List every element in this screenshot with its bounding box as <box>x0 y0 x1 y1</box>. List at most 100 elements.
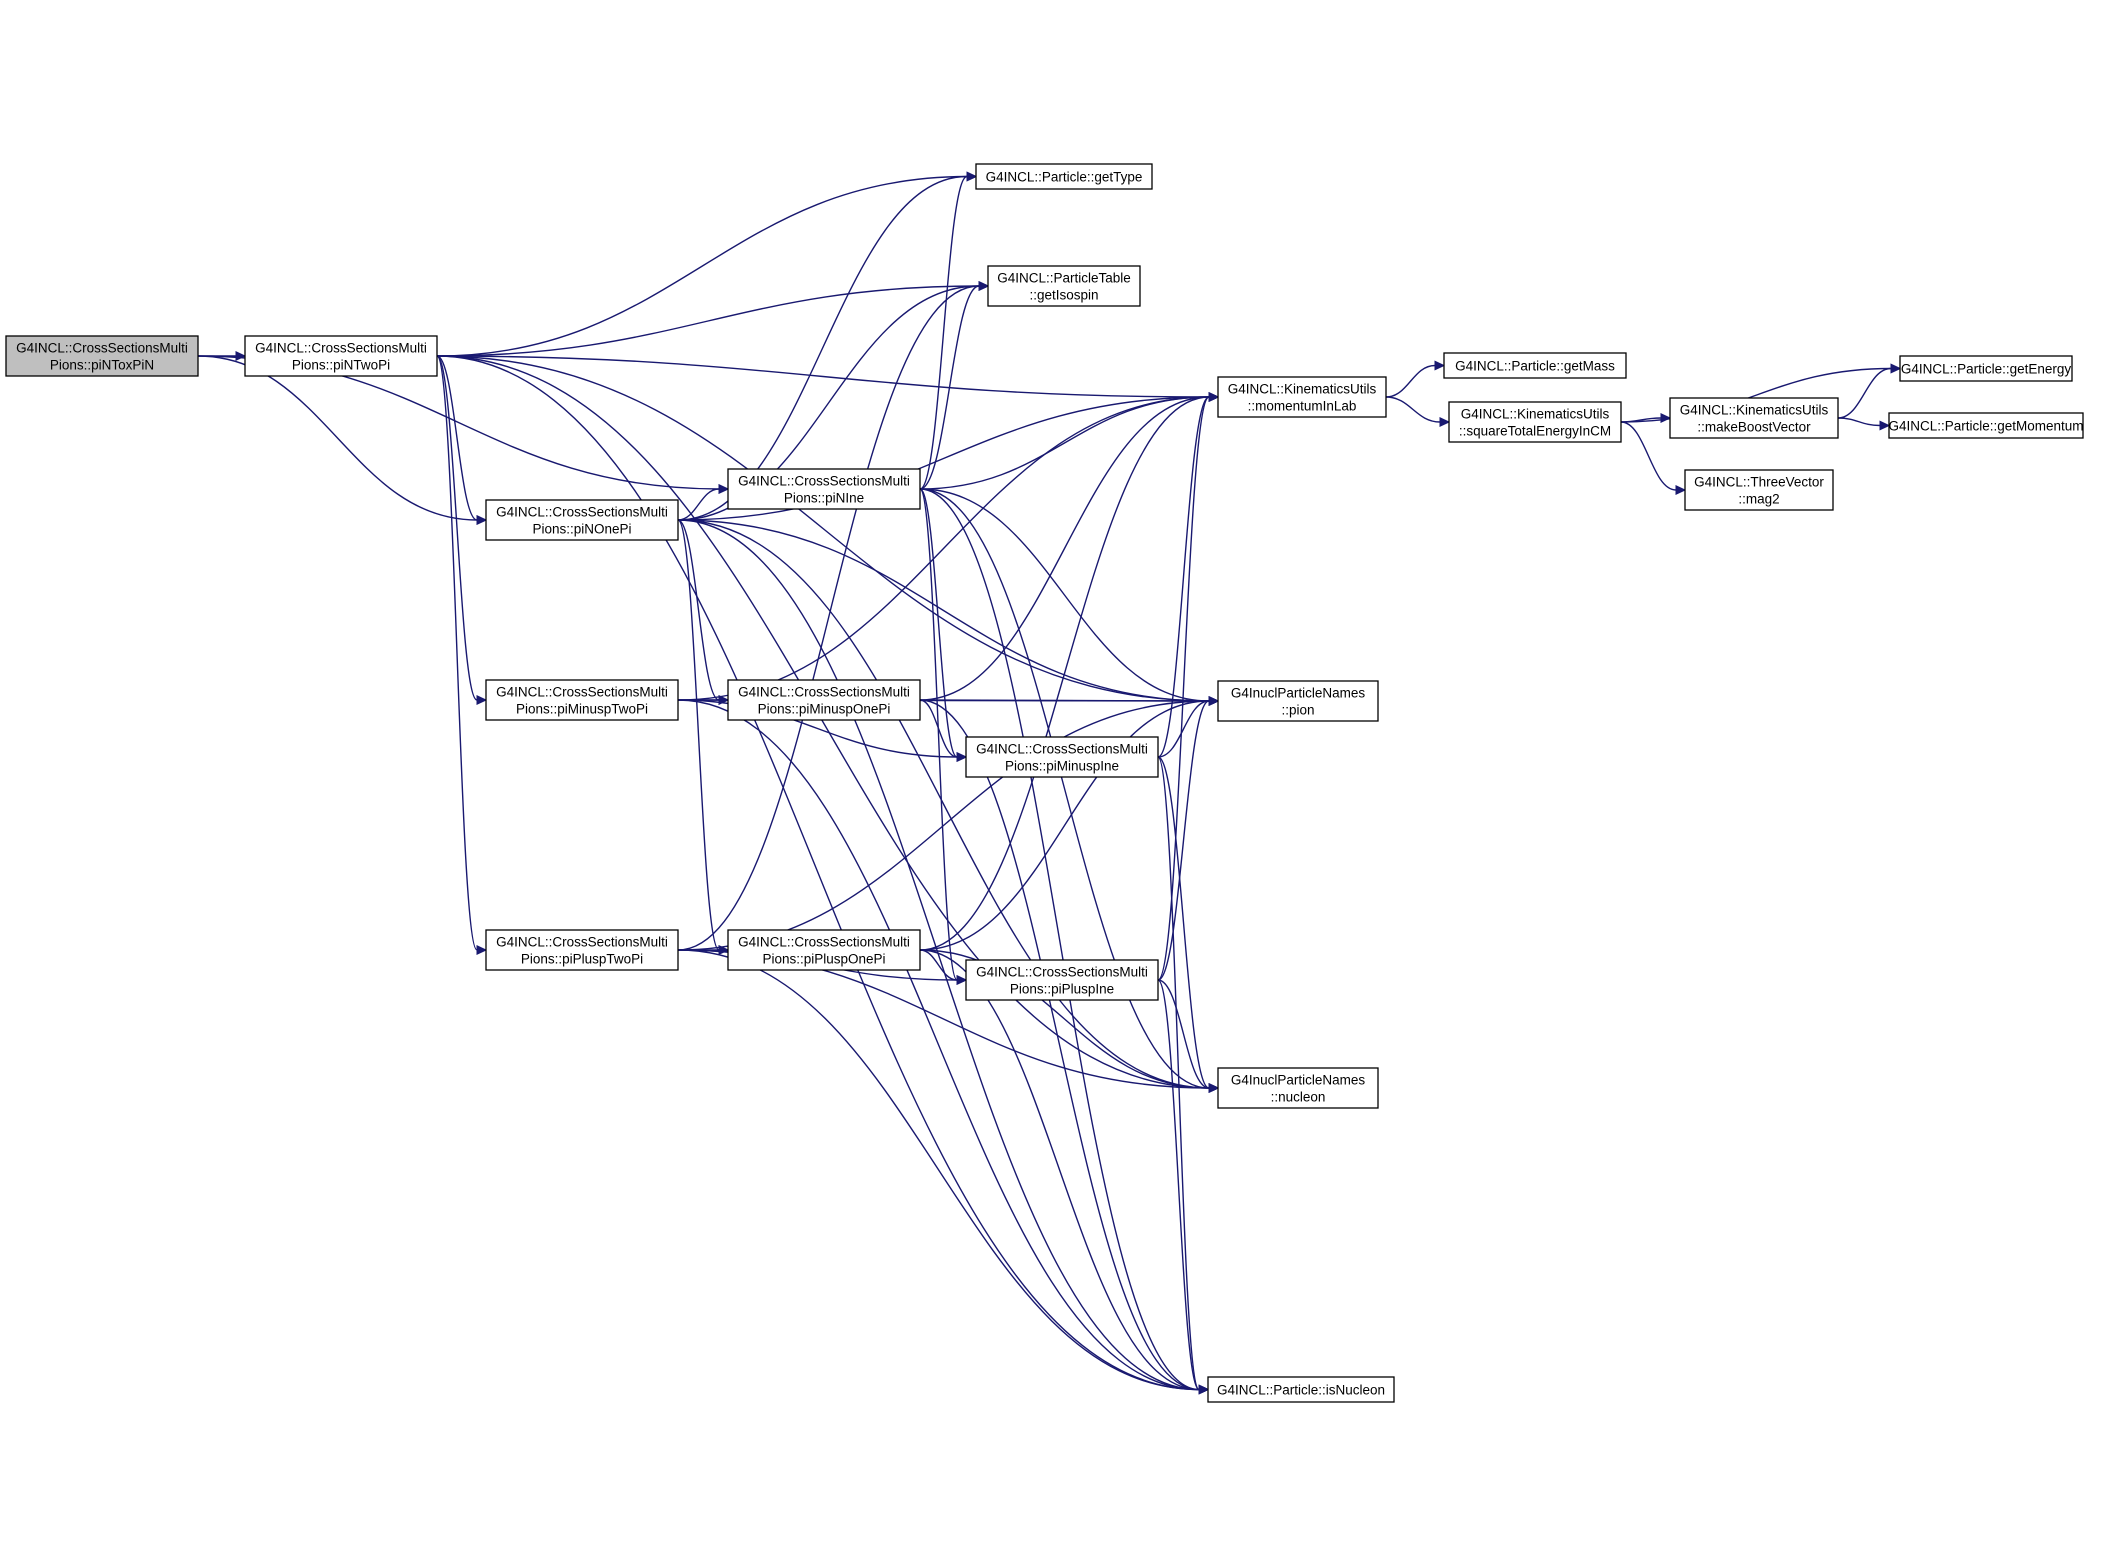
edge-piMinuspOnePi-to-momentumInLab <box>919 396 1210 701</box>
edge-piPluspOnePi-to-isNucleon <box>919 949 1200 1391</box>
node-label: Pions::piPluspIne <box>1010 982 1114 997</box>
node-piPluspOnePi[interactable]: G4INCL::CrossSectionsMultiPions::piPlusp… <box>727 929 921 971</box>
node-label: Pions::piPluspOnePi <box>762 952 885 967</box>
node-box[interactable] <box>244 335 438 377</box>
edge-piNTwoPi-to-nucleon <box>436 355 1210 1089</box>
node-box[interactable] <box>5 335 199 377</box>
node-box[interactable] <box>727 679 921 721</box>
node-mag2[interactable]: G4INCL::ThreeVector::mag2 <box>1684 469 1834 511</box>
node-getIsospin[interactable]: G4INCL::ParticleTable::getIsospin <box>987 265 1141 307</box>
node-label: G4INCL::CrossSectionsMulti <box>738 935 910 950</box>
node-isNucleon[interactable]: G4INCL::Particle::isNucleon <box>1207 1376 1395 1403</box>
edge-piMinuspIne-to-pion <box>1157 700 1210 758</box>
node-makeBoostVector[interactable]: G4INCL::KinematicsUtils::makeBoostVector <box>1669 397 1839 439</box>
arrowhead-icon <box>1198 1384 1210 1395</box>
node-box[interactable] <box>965 736 1159 778</box>
node-box[interactable] <box>987 265 1141 307</box>
edge-piNIne-to-getIsospin <box>919 285 980 490</box>
node-getMass[interactable]: G4INCL::Particle::getMass <box>1443 352 1627 379</box>
node-piMinuspTwoPi[interactable]: G4INCL::CrossSectionsMultiPions::piMinus… <box>485 679 679 721</box>
node-label: G4INCL::CrossSectionsMulti <box>496 505 668 520</box>
node-box[interactable] <box>1669 397 1839 439</box>
node-piPluspTwoPi[interactable]: G4INCL::CrossSectionsMultiPions::piPlusp… <box>485 929 679 971</box>
edge-piPluspTwoPi-to-getIsospin <box>677 285 980 951</box>
node-label: G4INCL::Particle::getType <box>986 170 1143 185</box>
arrowhead-icon <box>1890 363 1902 374</box>
edge-piMinuspOnePi-to-pion <box>919 699 1210 702</box>
node-box[interactable] <box>1217 376 1387 418</box>
node-piMinuspOnePi[interactable]: G4INCL::CrossSectionsMultiPions::piMinus… <box>727 679 921 721</box>
node-box[interactable] <box>727 468 921 510</box>
edge-piNTwoPi-to-pion <box>436 355 1210 702</box>
node-box[interactable] <box>485 499 679 541</box>
node-box[interactable] <box>1684 469 1834 511</box>
node-label: G4INCL::Particle::getEnergy <box>1901 362 2072 377</box>
node-box[interactable] <box>1217 680 1379 722</box>
node-box[interactable] <box>1448 401 1622 443</box>
arrowhead-icon <box>476 695 488 705</box>
arrowhead-icon <box>235 351 247 361</box>
node-label: G4INCL::CrossSectionsMulti <box>976 742 1148 757</box>
node-pion[interactable]: G4InuclParticleNames::pion <box>1217 680 1379 722</box>
node-box[interactable] <box>1888 412 2084 439</box>
node-piNToxPiN[interactable]: G4INCL::CrossSectionsMultiPions::piNToxP… <box>5 335 199 377</box>
node-piNOnePi[interactable]: G4INCL::CrossSectionsMultiPions::piNOneP… <box>485 499 679 541</box>
node-label: ::getIsospin <box>1029 288 1098 303</box>
edge-piNOnePi-to-momentumInLab <box>677 396 1210 521</box>
node-getEnergy[interactable]: G4INCL::Particle::getEnergy <box>1899 355 2073 382</box>
edge-piPluspTwoPi-to-isNucleon <box>677 949 1200 1391</box>
node-label: ::pion <box>1281 703 1314 718</box>
edge-piNOnePi-to-pion <box>677 519 1210 702</box>
edges-layer <box>197 171 1902 1395</box>
node-getType[interactable]: G4INCL::Particle::getType <box>975 163 1153 190</box>
edge-piMinuspOnePi-to-isNucleon <box>919 699 1200 1391</box>
node-getMomentum[interactable]: G4INCL::Particle::getMomentum <box>1888 412 2084 439</box>
node-box[interactable] <box>1443 352 1627 379</box>
arrowhead-icon <box>1439 417 1451 427</box>
edge-piNOnePi-to-piNIne <box>677 488 720 521</box>
node-piNTwoPi[interactable]: G4INCL::CrossSectionsMultiPions::piNTwoP… <box>244 335 438 377</box>
edge-piNTwoPi-to-piPluspTwoPi <box>436 355 478 951</box>
arrowhead-icon <box>966 171 978 182</box>
node-box[interactable] <box>1207 1376 1395 1403</box>
arrowhead-icon <box>1208 1083 1220 1093</box>
edge-piNOnePi-to-isNucleon <box>677 519 1200 1391</box>
arrowhead-icon <box>1675 485 1687 495</box>
arrowhead-icon <box>476 945 488 955</box>
node-box[interactable] <box>727 929 921 971</box>
node-squareTotalEnergyInCM[interactable]: G4INCL::KinematicsUtils::squareTotalEner… <box>1448 401 1622 443</box>
node-momentumInLab[interactable]: G4INCL::KinematicsUtils::momentumInLab <box>1217 376 1387 418</box>
node-box[interactable] <box>1217 1067 1379 1109</box>
node-label: G4INCL::CrossSectionsMulti <box>976 965 1148 980</box>
node-label: G4INCL::CrossSectionsMulti <box>255 341 427 356</box>
edge-squareTotalEnergyInCM-to-makeBoostVector <box>1620 417 1662 423</box>
node-label: Pions::piNIne <box>784 491 864 506</box>
edge-piMinuspIne-to-isNucleon <box>1157 756 1200 1391</box>
node-label: ::nucleon <box>1271 1090 1326 1105</box>
node-box[interactable] <box>485 929 679 971</box>
edge-piNTwoPi-to-getType <box>436 175 968 357</box>
node-label: G4INCL::CrossSectionsMulti <box>496 935 668 950</box>
node-piPluspIne[interactable]: G4INCL::CrossSectionsMultiPions::piPlusp… <box>965 959 1159 1001</box>
edge-piNIne-to-isNucleon <box>919 488 1200 1391</box>
edge-piPluspOnePi-to-momentumInLab <box>919 396 1210 951</box>
edge-piPluspOnePi-to-pion <box>919 700 1210 951</box>
node-label: Pions::piNToxPiN <box>50 358 154 373</box>
node-box[interactable] <box>965 959 1159 1001</box>
edge-piPluspIne-to-pion <box>1157 700 1210 981</box>
node-box[interactable] <box>485 679 679 721</box>
edge-piMinuspOnePi-to-piMinuspIne <box>919 699 958 758</box>
node-label: Pions::piMinuspOnePi <box>758 702 891 717</box>
edge-piNTwoPi-to-isNucleon <box>436 355 1200 1391</box>
node-label: G4InuclParticleNames <box>1231 686 1366 701</box>
node-nucleon[interactable]: G4InuclParticleNames::nucleon <box>1217 1067 1379 1109</box>
nodes-layer: G4INCL::CrossSectionsMultiPions::piNToxP… <box>5 163 2084 1403</box>
node-label: G4INCL::Particle::isNucleon <box>1217 1383 1385 1398</box>
edge-piNIne-to-nucleon <box>919 488 1210 1089</box>
edge-piMinuspTwoPi-to-piMinuspIne <box>677 699 958 758</box>
node-piMinuspIne[interactable]: G4INCL::CrossSectionsMultiPions::piMinus… <box>965 736 1159 778</box>
node-box[interactable] <box>975 163 1153 190</box>
node-box[interactable] <box>1899 355 2073 382</box>
